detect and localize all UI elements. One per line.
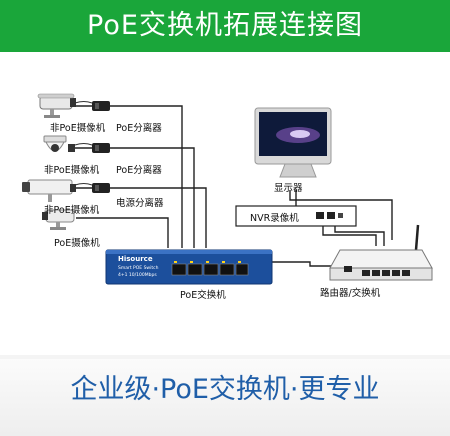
router-ports bbox=[344, 266, 410, 276]
camera1-label: 非PoE摄像机 bbox=[50, 123, 106, 134]
nvr-device bbox=[235, 205, 357, 227]
switch-ports bbox=[171, 263, 249, 276]
switch-brand: Hisource bbox=[118, 255, 153, 263]
poe-switch-device bbox=[105, 249, 273, 285]
cable-splitter1-switch bbox=[110, 105, 183, 248]
nvr-label: NVR录像机 bbox=[250, 213, 299, 224]
monitor-label: 显示器 bbox=[274, 183, 303, 194]
splitter-pigtails bbox=[74, 101, 93, 186]
cable-monitor-router bbox=[289, 190, 393, 240]
cable-splitter3-switch bbox=[110, 187, 207, 248]
footer-banner: 企业级·PoE交换机·更专业 bbox=[0, 359, 450, 436]
camera3-icon bbox=[22, 179, 76, 202]
camera2-icon bbox=[43, 135, 75, 152]
splitter2-icon bbox=[92, 143, 110, 153]
cable-splitter2-switch bbox=[110, 147, 195, 248]
page-title: PoE交换机拓展连接图 bbox=[87, 10, 363, 41]
cables bbox=[75, 105, 393, 267]
camera4-icon bbox=[42, 209, 75, 230]
header-banner: PoE交换机拓展连接图 bbox=[0, 0, 450, 52]
camera3-label: 非PoE摄像机 bbox=[44, 205, 100, 216]
switch-label: PoE交换机 bbox=[180, 290, 226, 301]
footer-slogan: 企业级·PoE交换机·更专业 bbox=[70, 374, 380, 405]
splitter3-label: 电源分离器 bbox=[116, 198, 164, 209]
camera2-label: 非PoE摄像机 bbox=[44, 165, 100, 176]
diagram-canvas bbox=[22, 93, 433, 285]
switch-model: Smart POE Switch bbox=[118, 266, 159, 271]
splitter2-label: PoE分离器 bbox=[116, 165, 162, 176]
splitter3-icon bbox=[92, 183, 110, 193]
port-leds bbox=[174, 261, 241, 263]
camera4-label: PoE摄像机 bbox=[54, 238, 100, 249]
footer-divider bbox=[0, 355, 450, 359]
router-label: 路由器/交换机 bbox=[320, 288, 381, 299]
cable-nvr-router bbox=[322, 226, 377, 246]
splitter1-label: PoE分离器 bbox=[116, 123, 162, 134]
cable-camera4-switch bbox=[76, 217, 169, 248]
splitter1-icon bbox=[92, 101, 110, 111]
camera1-icon bbox=[37, 93, 76, 118]
cable-switch-router bbox=[243, 261, 340, 267]
switch-ports-spec: 4+1 10/100Mbps bbox=[118, 273, 157, 278]
topology-diagram: Hisource Smart POE Switch 4+1 10/100Mbps… bbox=[0, 52, 450, 355]
cable-nvr-router-2 bbox=[334, 226, 385, 246]
monitor-icon bbox=[254, 107, 332, 178]
router-device bbox=[329, 224, 433, 281]
